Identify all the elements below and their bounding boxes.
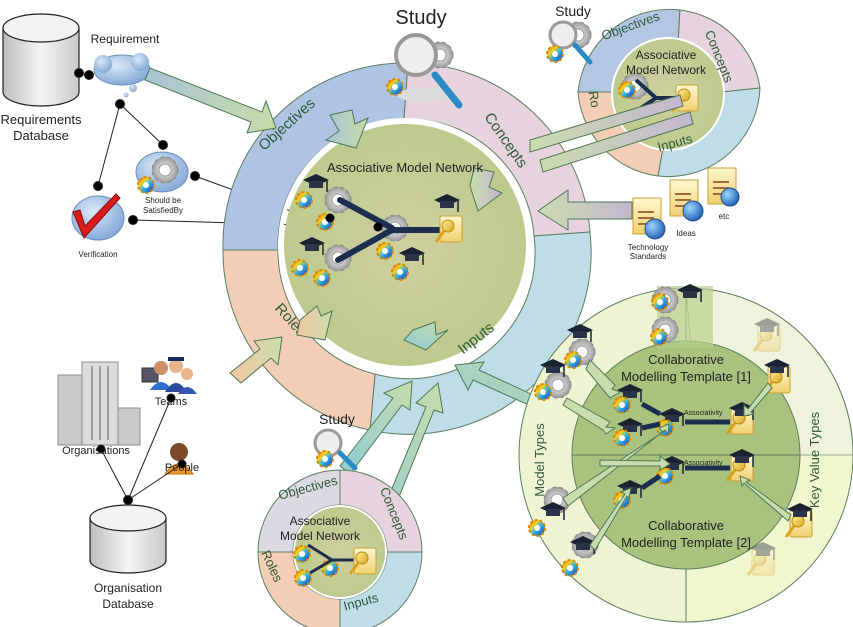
organisation-database-label-1: Organisation	[94, 581, 162, 595]
document-label-ideas: Ideas	[676, 229, 696, 238]
template-2-label-2: Modelling Template [2]	[621, 535, 751, 550]
etc-document-icon	[707, 167, 740, 207]
organisation-database-label-2: Database	[102, 597, 154, 611]
requirements-database-label-1: Requirements	[1, 112, 82, 127]
template-1-label-1: Collaborative	[648, 352, 724, 367]
requirement-label: Requirement	[91, 32, 160, 46]
document-label-standards: Standards	[630, 252, 666, 261]
template-associations	[613, 383, 756, 509]
model-types-label: Model Types	[532, 423, 547, 497]
associativity-label-2: Associativity	[684, 460, 723, 467]
top-right-core-label-1: Associative	[636, 48, 697, 62]
teams-icon	[141, 357, 197, 394]
organisation-database	[89, 504, 167, 574]
people-icon	[164, 443, 194, 475]
document-label-etc: etc	[719, 212, 730, 221]
top-right-study-title: Study	[555, 3, 591, 19]
verification-label: Verification	[78, 250, 117, 259]
associativity-label-1: Associativity	[684, 410, 723, 417]
top-right-core-label-2: Model Network	[626, 63, 707, 77]
template-1-label-2: Modelling Template [1]	[621, 369, 751, 384]
requirements-database	[2, 13, 80, 107]
requirement-cloud-icon	[93, 53, 151, 98]
should-be-label-2: SatisfiedBy	[143, 206, 183, 215]
organisation-links	[96, 393, 187, 505]
main-study-ring	[222, 62, 592, 435]
document-label-technology: Technology	[628, 243, 668, 252]
main-study-magnifier-icon	[386, 33, 463, 109]
template-2-label-1: Collaborative	[648, 518, 724, 533]
technology-standards-document-icon	[632, 197, 666, 240]
verification-icon	[71, 193, 125, 241]
main-core-network	[291, 173, 464, 287]
key-value-types-label: Key Value Types	[807, 411, 822, 508]
template-arrows	[562, 359, 792, 551]
inner-ring-arrows	[296, 109, 503, 351]
organisations-icon	[57, 361, 141, 446]
main-study-title: Study	[395, 7, 446, 29]
associative-model-network-core	[284, 124, 526, 366]
top-right-arrows	[529, 94, 694, 173]
requirements-database-label-2: Database	[13, 128, 69, 143]
bottom-core-label-2: Model Network	[280, 529, 361, 543]
bottom-core-label-1: Associative	[290, 514, 351, 528]
bottom-study-title: Study	[319, 411, 355, 427]
segment-roles	[222, 249, 376, 431]
should-be-label-1: Should be	[145, 196, 182, 205]
organisations-label: Organisations	[62, 445, 130, 457]
ideas-document-icon	[669, 179, 704, 222]
should-be-satisfied-by-icon	[135, 151, 189, 194]
main-core-label: Associative Model Network	[327, 160, 484, 175]
bottom-study	[257, 428, 423, 627]
top-right-label-roles: Ro	[586, 90, 604, 109]
